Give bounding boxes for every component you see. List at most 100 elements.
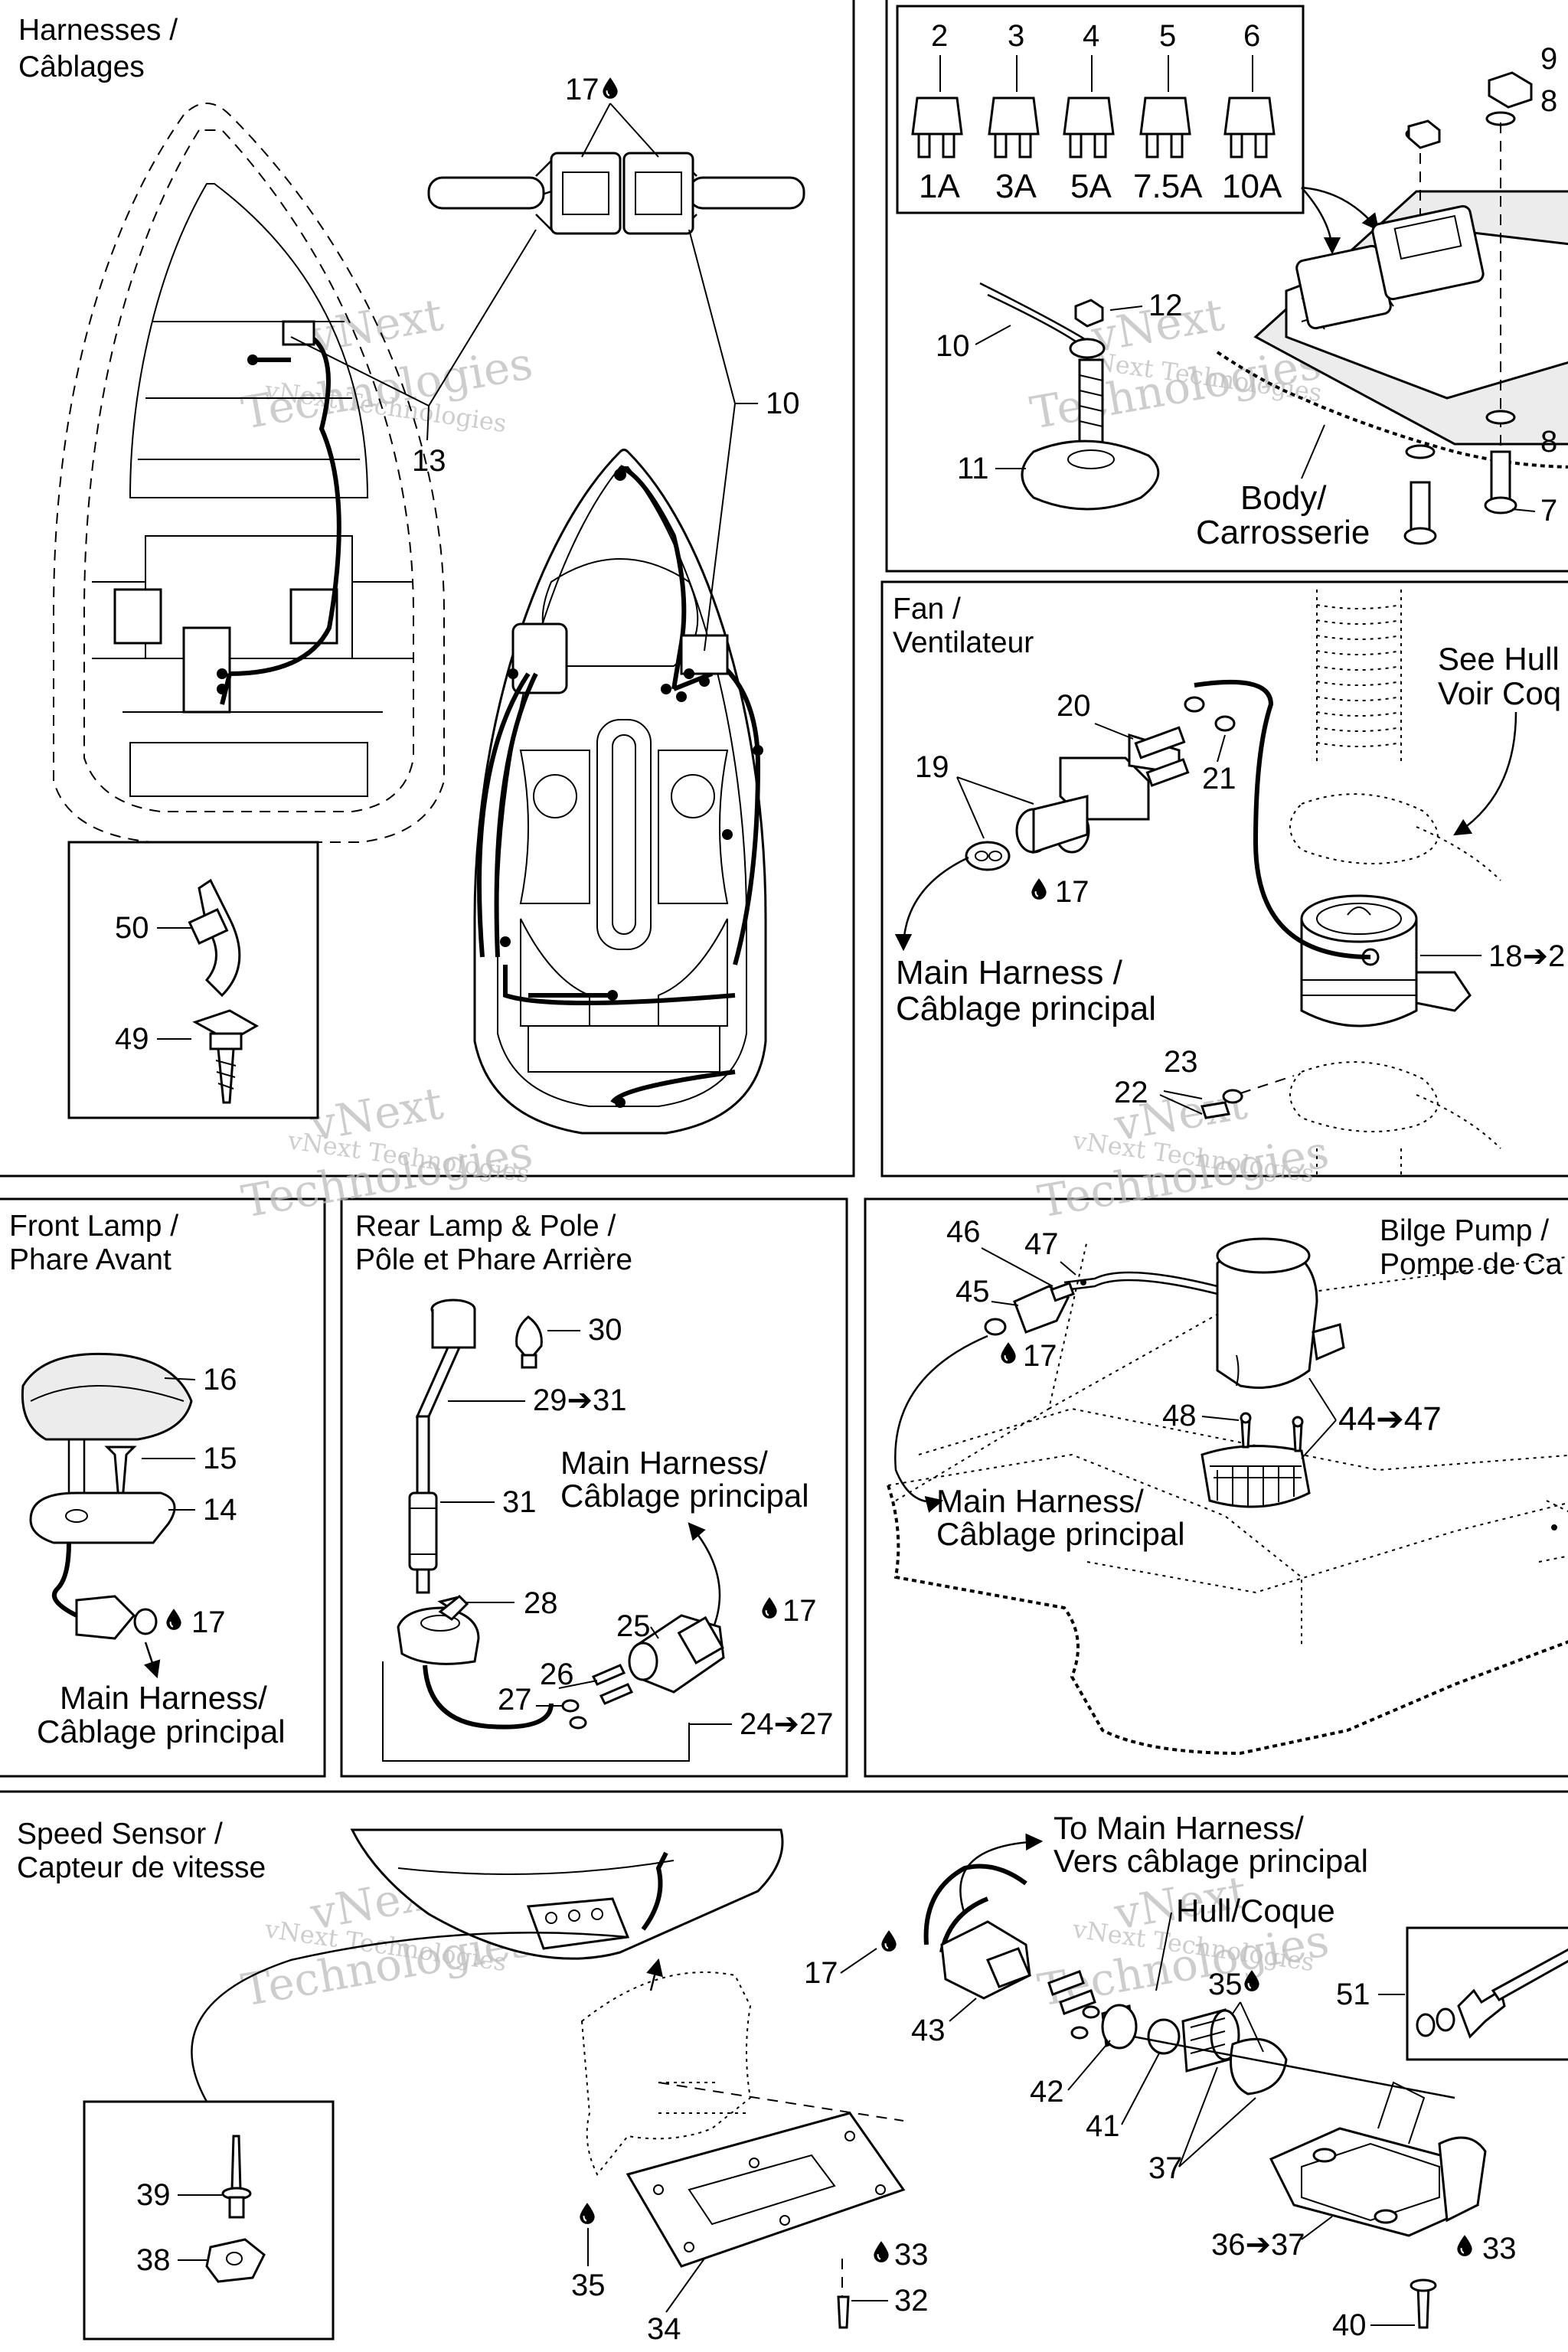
callout-33-mid: 33 (894, 2238, 929, 2272)
harnesses-title-line1: Harnesses / (18, 14, 178, 47)
sensor-bracket (1269, 2081, 1487, 2237)
harnesses-title-line2: Câblages (18, 51, 145, 83)
callout-44: 44➔47 (1338, 1400, 1442, 1438)
svg-text:7.5A: 7.5A (1133, 168, 1203, 205)
bilge-pump (1063, 1237, 1345, 1508)
svg-text:3: 3 (1008, 19, 1024, 53)
sensor-body (1101, 2004, 1455, 2099)
drop-icon (1000, 1341, 1017, 1364)
mounting-plate (626, 2112, 906, 2312)
callout-41: 41 (1086, 2109, 1120, 2143)
rear-main-harness-line1: Main Harness/ (560, 1445, 768, 1481)
hull-coque-label: Hull/Coque (1176, 1893, 1335, 1929)
clip-nut (205, 2238, 266, 2283)
nut (1488, 71, 1533, 109)
drop-icon (579, 2202, 596, 2225)
fan-title-line2: Ventilateur (893, 626, 1034, 659)
callout-11: 11 (957, 452, 989, 485)
drop-icon (1031, 877, 1047, 900)
callout-42: 42 (1030, 2075, 1064, 2109)
fan-main-harness-line2: Câblage principal (896, 990, 1156, 1027)
callout-20: 20 (1057, 689, 1091, 723)
fuse-7-5a (1139, 96, 1191, 158)
bulb (515, 1315, 543, 1369)
callout-16: 16 (203, 1363, 237, 1396)
callout-17-top: 17 (565, 73, 599, 106)
callout-21: 21 (1202, 762, 1236, 795)
callout-19: 19 (915, 750, 949, 784)
callout-34: 34 (647, 2312, 681, 2346)
drop-icon (873, 2240, 890, 2263)
callout-45: 45 (956, 1275, 990, 1308)
fuse-box-panel (885, 0, 1568, 573)
sensor-connector (923, 1864, 1100, 2040)
callout-30: 30 (588, 1313, 622, 1347)
bilge-pump-panel (864, 1197, 1568, 1778)
svg-text:10A: 10A (1222, 168, 1282, 205)
fuse-10a (1223, 96, 1276, 158)
callout-10-fuse: 10 (936, 329, 970, 363)
stud-post (979, 282, 1160, 511)
callout-50: 50 (115, 911, 149, 945)
svg-text:5A: 5A (1070, 168, 1112, 205)
screw (837, 2295, 850, 2329)
watermark-mid-right: vNext vNext Technologies Technologies (1034, 1077, 1333, 1228)
body-label-line2: Carrosserie (1196, 514, 1370, 551)
front-lamp-title-line1: Front Lamp / (9, 1210, 178, 1243)
callout-17-fan: 17 (1055, 875, 1089, 909)
fan-connector (965, 696, 1236, 871)
fuse-5a (1063, 96, 1115, 158)
callout-36: 36➔37 (1211, 2228, 1305, 2262)
bilge-title-line1: Bilge Pump / (1380, 1214, 1549, 1247)
callout-24: 24➔27 (740, 1707, 834, 1741)
hull-section (191, 1828, 784, 2102)
cable-tie (198, 878, 241, 998)
watermark-bottom-right: vNext vNext Technologies Technologies (1034, 1866, 1333, 2017)
callout-17-bilge: 17 (1023, 1339, 1057, 1373)
callout-49: 49 (115, 1022, 149, 1056)
fastener-inset (67, 841, 319, 1119)
callout-35-top: 35 (1208, 1968, 1243, 2001)
rear-connector (561, 1614, 725, 1730)
callout-47: 47 (1024, 1227, 1059, 1261)
bilge-main-harness-line1: Main Harness/ (936, 1483, 1144, 1519)
svg-text:5: 5 (1159, 19, 1176, 53)
front-main-harness-line1: Main Harness/ (60, 1680, 267, 1716)
rear-lamp-title-line2: Pôle et Phare Arrière (355, 1243, 632, 1276)
speed-sensor-panel (0, 1790, 1568, 1793)
pole-socket (397, 1594, 554, 1730)
callout-40: 40 (1332, 2308, 1367, 2342)
harness-connector-17 (427, 152, 805, 235)
callout-51: 51 (1336, 1978, 1370, 2011)
boat-interior-view (473, 449, 767, 1135)
front-lamp-panel (0, 1197, 326, 1778)
callout-8-top: 8 (1540, 84, 1557, 118)
front-lamp-title-line2: Phare Avant (9, 1243, 172, 1276)
svg-text:2: 2 (931, 19, 948, 53)
hull-cutout (580, 1971, 904, 2176)
svg-text:4: 4 (1083, 19, 1099, 53)
pivot-pin (1416, 1948, 1568, 2039)
rear-main-harness-line2: Câblage principal (560, 1478, 809, 1514)
to-main-harness-line2: Vers câblage principal (1054, 1843, 1368, 1879)
bolt (1403, 450, 1517, 545)
callout-25: 25 (616, 1609, 651, 1643)
callout-27: 27 (498, 1683, 532, 1717)
rivet (221, 2135, 252, 2219)
harnesses-panel (0, 0, 855, 1178)
callout-46: 46 (946, 1215, 981, 1249)
drop-icon (1456, 2234, 1473, 2257)
sensor-fastener-inset (83, 2100, 335, 2341)
front-main-harness-line2: Câblage principal (37, 1713, 286, 1749)
callout-18: 18➔2 (1488, 939, 1565, 973)
rear-lamp-title-line1: Rear Lamp & Pole / (355, 1210, 616, 1243)
callout-39: 39 (136, 2178, 171, 2212)
drop-icon (165, 1608, 182, 1631)
fuse-box (1216, 190, 1568, 469)
callout-7: 7 (1540, 494, 1557, 528)
ventilation-hose (1289, 590, 1501, 1179)
callout-32: 32 (894, 2284, 929, 2318)
watermark-line1: vNext (306, 289, 447, 363)
callout-28: 28 (524, 1586, 558, 1620)
